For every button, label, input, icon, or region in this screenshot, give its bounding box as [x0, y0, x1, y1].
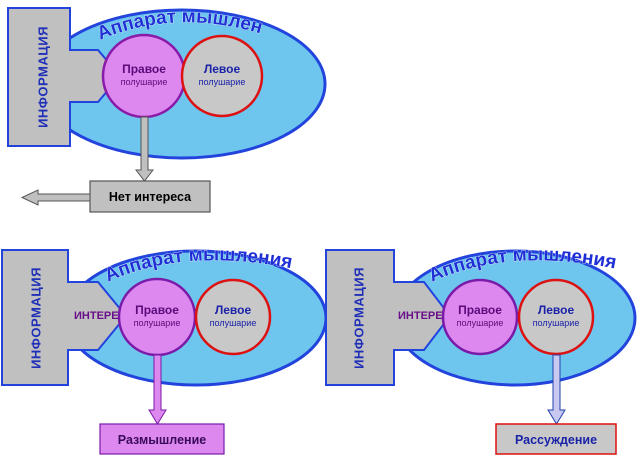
reflection-label: Размышление	[118, 433, 206, 447]
left-hemisphere-circle	[517, 278, 595, 356]
right-hemisphere-sublabel: полушарие	[121, 77, 168, 87]
left-hemisphere-sublabel: полушарие	[199, 77, 246, 87]
left-hemisphere-circle	[194, 278, 272, 356]
information-arrow	[325, 249, 452, 386]
reasoning-box	[495, 423, 617, 455]
down-arrow	[148, 354, 167, 425]
interest-label: ИНТЕРЕС	[398, 310, 451, 322]
left-hemisphere-label: Левое	[204, 62, 241, 76]
left-hemisphere-label: Левое	[215, 303, 252, 317]
reasoning-label: Рассуждение	[515, 433, 597, 447]
information-label: ИНФОРМАЦИЯ	[351, 267, 366, 369]
down-arrow	[134, 116, 155, 182]
right-hemisphere-label: Правое	[122, 62, 166, 76]
left-hemisphere-label: Левое	[538, 303, 575, 317]
panel-top: Аппарат мышления ИНФОРМАЦИЯ Правое полуш…	[0, 0, 327, 213]
left-hemisphere-circle	[180, 34, 264, 118]
left-arrow	[20, 189, 91, 206]
interest-label: ИНТЕРЕС	[74, 310, 127, 322]
left-hemisphere-sublabel: полушарие	[533, 318, 580, 328]
reflection-box	[99, 423, 225, 455]
right-hemisphere-label: Правое	[135, 303, 179, 317]
right-hemisphere-circle	[101, 33, 187, 119]
no-interest-label: Нет интереса	[109, 190, 192, 204]
right-hemisphere-circle	[441, 278, 519, 356]
panel-bottom-right: Аппарат мышления ИНФОРМАЦИЯ ИНТЕРЕС Прав…	[325, 244, 637, 455]
left-hemisphere-sublabel: полушарие	[210, 318, 257, 328]
information-label: ИНФОРМАЦИЯ	[35, 26, 50, 128]
right-hemisphere-sublabel: полушарие	[457, 318, 504, 328]
panel-bottom-left: Аппарат мышления ИНФОРМАЦИЯ ИНТЕРЕС Прав…	[1, 244, 328, 455]
right-hemisphere-circle	[117, 277, 197, 357]
information-arrow	[1, 249, 128, 386]
information-label: ИНФОРМАЦИЯ	[28, 267, 43, 369]
right-hemisphere-label: Правое	[458, 303, 502, 317]
right-hemisphere-sublabel: полушарие	[134, 318, 181, 328]
no-interest-box	[89, 180, 211, 213]
down-arrow	[547, 354, 566, 425]
